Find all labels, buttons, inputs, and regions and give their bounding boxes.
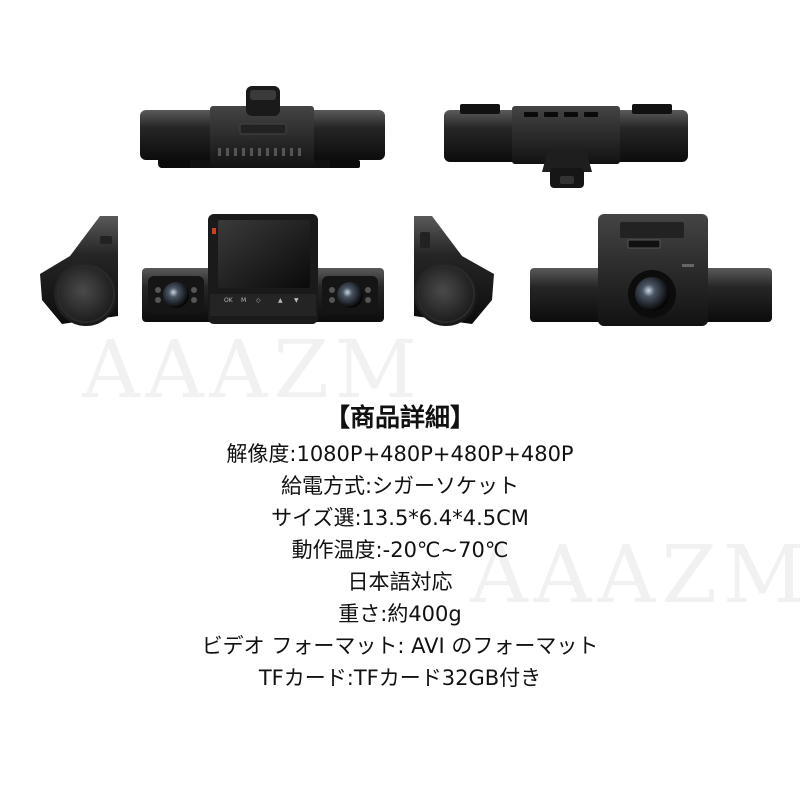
dashcam-left-side-view [40, 216, 118, 326]
dashcam-rear-view [530, 214, 772, 326]
spec-resolution: 解像度:1080P+480P+480P+480P [226, 442, 574, 466]
spec-weight: 重さ:約400g [338, 602, 462, 626]
spec-size: サイズ選:13.5*6.4*4.5CM [271, 506, 529, 530]
product-image-gallery: OK M ◇ ▲ ▼ [0, 0, 800, 360]
camera-button-m: M [241, 297, 246, 304]
spec-language: 日本語対応 [347, 570, 453, 594]
camera-button-ok: OK [224, 297, 234, 304]
spec-operating-temperature: 動作温度:-20℃~70℃ [291, 538, 509, 562]
spec-power-supply: 給電方式:シガーソケット [280, 474, 520, 498]
dashcam-views: OK M ◇ ▲ ▼ [40, 86, 772, 326]
product-details: 【商品詳細】 解像度:1080P+480P+480P+480P 給電方式:シガー… [0, 398, 800, 694]
dashcam-right-side-view [414, 216, 494, 326]
spec-video-format: ビデオ フォーマット: AVI のフォーマット [201, 634, 599, 658]
watermark-text: AAAZM [82, 323, 423, 416]
dashcam-bottom-view [444, 104, 688, 188]
watermark-text-2: AAAZM [470, 528, 800, 621]
camera-button-up: ▲ [278, 297, 283, 304]
camera-button-mode: ◇ [256, 297, 261, 304]
details-heading: 【商品詳細】 [324, 403, 475, 432]
camera-button-down: ▼ [294, 297, 299, 304]
camera-button-labels: OK M ◇ ▲ ▼ [224, 297, 299, 304]
dashcam-top-view [140, 86, 385, 168]
spec-tf-card: TFカード:TFカード32GB付き [258, 666, 542, 690]
dashcam-front-view: OK M ◇ ▲ ▼ [142, 214, 384, 324]
